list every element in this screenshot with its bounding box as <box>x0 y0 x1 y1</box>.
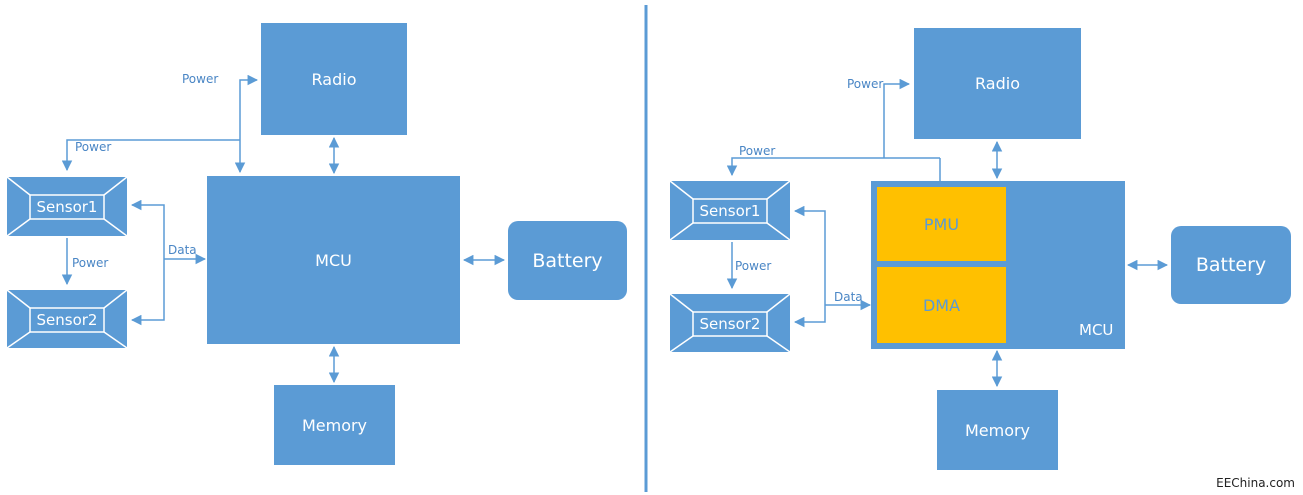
power-line-sensor1-right <box>726 157 940 177</box>
watermark-text: EEChina.com <box>1216 476 1295 490</box>
sensor1-shape-left <box>6 176 128 237</box>
battery-block-left: Battery <box>508 221 627 300</box>
battery-block-right: Battery <box>1171 226 1291 304</box>
data-bus-right <box>793 205 826 328</box>
data-label-right: Data <box>834 290 863 304</box>
data-label-left: Data <box>168 243 197 257</box>
sensor1-label-left: Sensor1 <box>36 198 98 216</box>
sensor2-shape-left <box>6 289 128 349</box>
sensor2-label-left: Sensor2 <box>36 311 98 329</box>
power-label-radio-right: Power <box>847 77 884 91</box>
sensor1-shape-right <box>669 180 791 241</box>
radio-block-left: Radio <box>261 23 407 135</box>
data-bus-left <box>130 199 165 326</box>
mcu-block-left: MCU <box>207 176 460 344</box>
power-label-sensor1-left: Power <box>75 140 112 154</box>
power-label-radio-left: Power <box>182 72 219 86</box>
pmu-block: PMU <box>874 184 1009 264</box>
power-line-radio-left <box>234 74 259 174</box>
power-line-radio-right <box>883 78 911 158</box>
power-label-sensor1-right: Power <box>739 144 776 158</box>
mcu-label-right: MCU <box>1079 321 1114 339</box>
memory-block-left: Memory <box>274 385 395 465</box>
power-line-sensor1-left <box>61 139 240 172</box>
sensor2-shape-right <box>669 293 791 353</box>
memory-block-right: Memory <box>937 390 1058 470</box>
power-label-sensor2-left: Power <box>72 256 109 270</box>
power-label-sensor2-right: Power <box>735 259 772 273</box>
dma-block: DMA <box>874 264 1009 346</box>
sensor2-label-right: Sensor2 <box>699 315 761 333</box>
radio-block-right: Radio <box>914 28 1081 139</box>
sensor1-label-right: Sensor1 <box>699 202 761 220</box>
